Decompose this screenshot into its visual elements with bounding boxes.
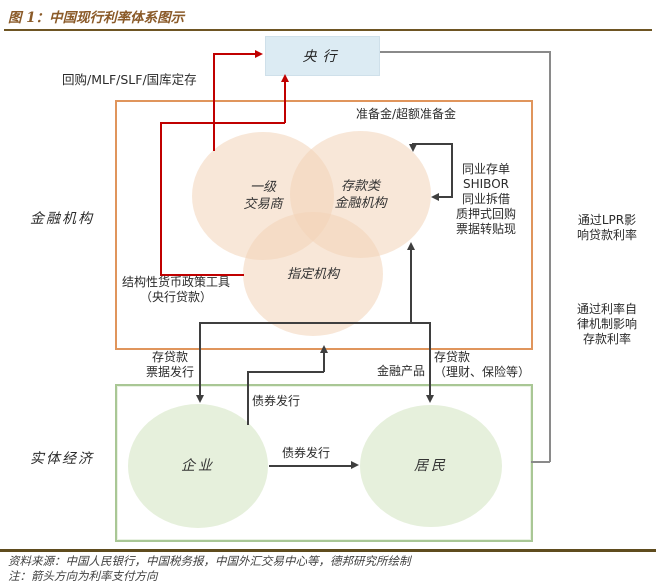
residents-node: 居民 <box>360 405 502 527</box>
deposit-loan-bills-line2: 票据发行 <box>145 365 194 379</box>
structural-tools-line1: 结构性货币政策工具 <box>121 275 230 289</box>
repo-mlf-label: 回购/MLF/SLF/国库定存 <box>62 72 197 87</box>
deposit-loan-bills-line1: 存贷款 <box>151 350 188 364</box>
lpr-channel-label: 通过LPR影 响贷款利率 <box>561 213 653 243</box>
interbank-line4: 质押式回购 <box>455 207 516 221</box>
gray-line-vertical <box>549 51 551 462</box>
structural-tools-line2: （央行贷款） <box>139 290 212 304</box>
deposit-loan-wealth-label: 存贷款 （理财、保险等） <box>434 350 530 380</box>
central-bank-node: 央行 <box>265 36 380 76</box>
interbank-line1: 同业存单 <box>461 162 510 176</box>
interbank-labels: 同业存单 SHIBOR 同业拆借 质押式回购 票据转贴现 <box>444 162 528 237</box>
red-line-structural-v1 <box>160 122 162 276</box>
interbank-line5: 票据转贴现 <box>455 222 516 236</box>
arrow-direction-note: 注：箭头方向为利率支付方向 <box>8 569 158 582</box>
loop-right-line <box>451 143 453 198</box>
self-discipline-line2: 律机制影响 <box>576 317 637 331</box>
arrow-left-black-icon <box>431 193 439 201</box>
line-bond-v2 <box>323 352 325 372</box>
line-to-enterprises-vertical <box>199 323 201 396</box>
red-line-structural-h1 <box>161 274 244 276</box>
lpr-channel-line1: 通过LPR影 <box>577 213 637 227</box>
arrow-up-deposit-icon <box>407 242 415 250</box>
primary-dealers-line2: 交易商 <box>243 197 283 212</box>
red-line-structural-v2 <box>284 81 286 123</box>
figure-title: 图 1：中国现行利率体系图示 <box>8 10 185 26</box>
self-discipline-line1: 通过利率自 <box>576 302 637 316</box>
financial-sector-label: 金融机构 <box>30 211 94 227</box>
arrow-down-black-icon <box>409 144 417 152</box>
designated-institutions-label: 指定机构 <box>286 266 339 282</box>
enterprises-node: 企业 <box>128 404 268 528</box>
title-divider <box>4 29 652 31</box>
arrow-down-residents-icon <box>426 395 434 403</box>
deposit-loan-wealth-line1: 存贷款 <box>434 350 471 364</box>
primary-dealers-line1: 一级 <box>249 180 276 195</box>
financial-products-label: 金融产品 <box>377 364 426 378</box>
deposit-institutions-line2: 金融机构 <box>334 195 387 211</box>
line-bond-horizontal <box>247 371 324 373</box>
line-to-residents-vertical <box>429 323 431 396</box>
source-note: 资料来源：中国人民银行，中国税务报，中国外汇交易中心等，德邦研究所绘制 <box>8 554 411 568</box>
line-bond-v1 <box>247 372 249 425</box>
footer-divider <box>0 549 656 552</box>
red-line-dealers-vertical <box>213 53 215 151</box>
bond-issuance-fi-label: 债券发行 <box>252 394 301 408</box>
structural-tools-label: 结构性货币政策工具 （央行贷款） <box>105 275 247 305</box>
reserves-label: 准备金/超额准备金 <box>356 107 457 121</box>
real-economy-box <box>115 384 533 542</box>
interbank-line3: 同业拆借 <box>461 192 510 206</box>
residents-label: 居民 <box>414 457 448 474</box>
designated-institutions-node: 指定机构 <box>243 212 383 336</box>
arrow-down-enterprises-icon <box>196 395 204 403</box>
red-line-structural-h2 <box>160 122 285 124</box>
bond-issuance-residents-label: 债券发行 <box>282 446 331 460</box>
arrow-up-red-icon <box>281 74 289 82</box>
loop-bottom-line <box>439 196 452 198</box>
deposit-loan-bills-label: 存贷款 票据发行 <box>135 350 205 380</box>
loop-top-line <box>412 143 452 145</box>
red-line-dealers-horizontal <box>213 53 256 55</box>
line-main-horizontal <box>199 322 431 324</box>
line-deposit-up-vertical <box>410 249 412 323</box>
gray-line-top <box>380 51 550 53</box>
arrow-up-bond-icon <box>320 345 328 353</box>
self-discipline-line3: 存款利率 <box>582 332 631 346</box>
arrow-right-bond-icon <box>351 461 359 469</box>
self-discipline-channel-label: 通过利率自 律机制影响 存款利率 <box>561 302 653 347</box>
real-economy-label: 实体经济 <box>30 451 94 467</box>
lpr-channel-line2: 响贷款利率 <box>576 228 637 242</box>
gray-line-bottom <box>531 461 550 463</box>
interbank-line2: SHIBOR <box>463 177 509 191</box>
enterprises-label: 企业 <box>181 457 215 474</box>
arrow-right-red-icon <box>255 50 263 58</box>
deposit-loan-wealth-line2: （理财、保险等） <box>434 365 531 379</box>
line-ent-res-horizontal <box>269 465 352 467</box>
deposit-institutions-line1: 存款类 <box>340 178 380 194</box>
